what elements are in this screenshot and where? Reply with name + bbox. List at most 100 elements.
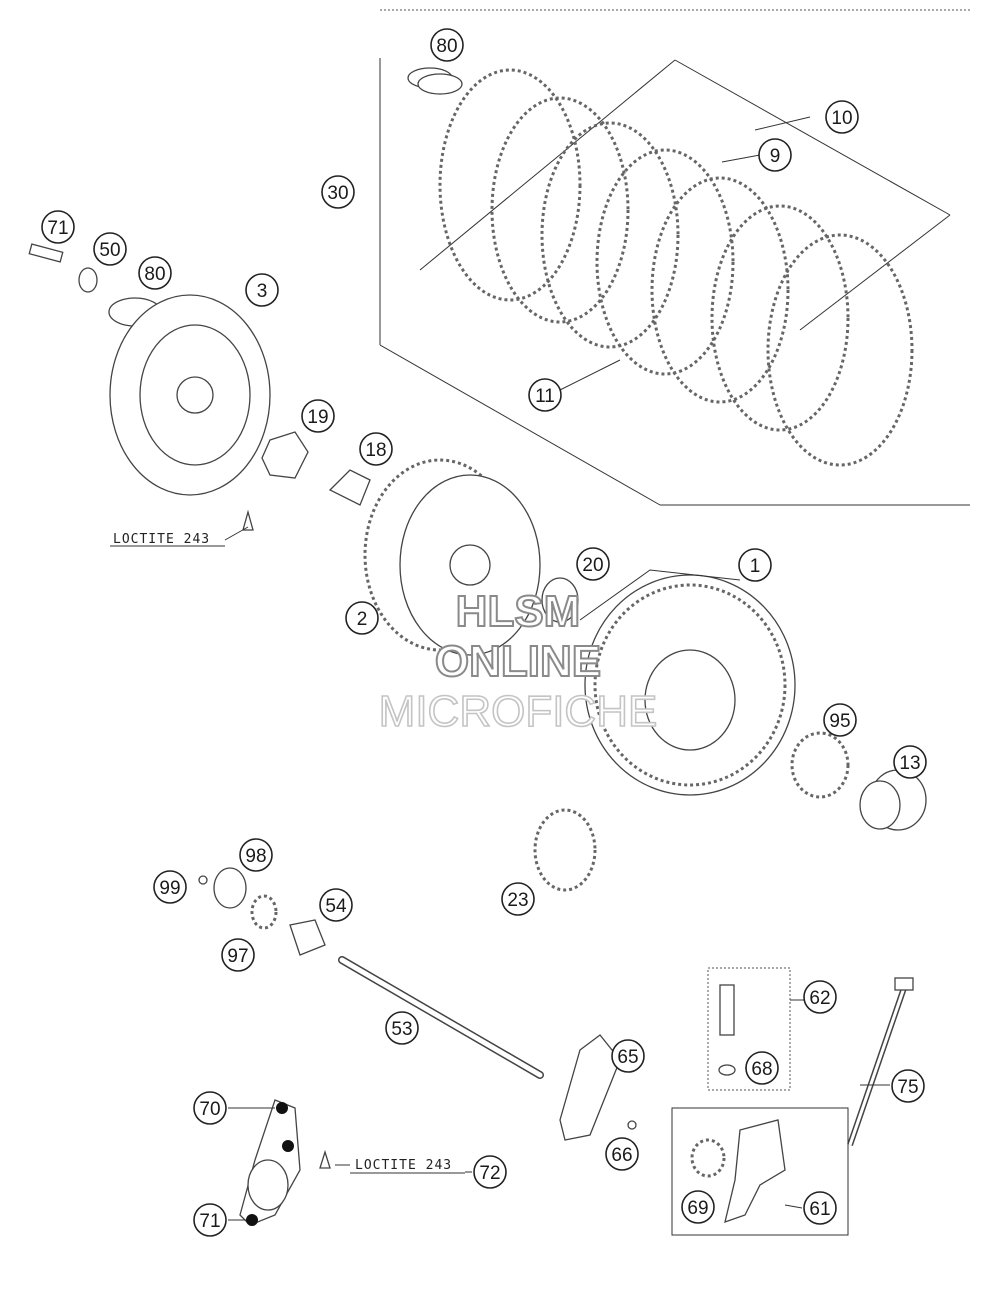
callout-circle <box>359 432 393 466</box>
inner-hub <box>363 458 541 656</box>
callout-23: 23 <box>501 882 535 916</box>
loctite-note-bottom: LOCTITE 243 <box>355 1158 452 1173</box>
clutch-pack-outline <box>379 58 970 506</box>
callout-number: 50 <box>99 240 120 261</box>
callout-number: 53 <box>391 1019 412 1040</box>
callout-circle <box>681 1190 715 1224</box>
leader-lines <box>224 116 890 1221</box>
callout-circle <box>193 1091 227 1125</box>
callout-68: 68 <box>745 1051 779 1085</box>
callout-70: 70 <box>193 1091 227 1125</box>
watermark-line-2: ONLINE <box>435 637 601 686</box>
callout-number: 80 <box>144 264 165 285</box>
callout-number: 71 <box>199 1211 220 1232</box>
callout-11: 11 <box>528 378 562 412</box>
callout-62: 62 <box>803 980 837 1014</box>
callout-circle <box>301 399 335 433</box>
callout-number: 71 <box>47 218 68 239</box>
callout-circle <box>745 1051 779 1085</box>
callout-circle <box>803 1191 837 1225</box>
callout-number: 20 <box>582 555 603 576</box>
callout-20: 20 <box>576 547 610 581</box>
callout-number: 70 <box>199 1099 220 1120</box>
callout-71: 71 <box>41 210 75 244</box>
callout-number: 10 <box>831 108 852 129</box>
callout-number: 61 <box>809 1199 830 1220</box>
callout-circle <box>193 1203 227 1237</box>
callout-10: 10 <box>825 100 859 134</box>
callout-80: 80 <box>138 256 172 290</box>
callout-54: 54 <box>319 888 353 922</box>
callout-99: 99 <box>153 870 187 904</box>
callout-97: 97 <box>221 938 255 972</box>
callout-circle <box>528 378 562 412</box>
pressure-plate <box>109 294 271 496</box>
push-rod <box>338 956 544 1079</box>
callout-circle <box>893 745 927 779</box>
callout-number: 99 <box>159 878 180 899</box>
callout-number: 65 <box>617 1047 638 1068</box>
callout-number: 3 <box>257 281 268 302</box>
callout-number: 11 <box>535 386 555 407</box>
callout-number: 23 <box>507 890 528 911</box>
callout-circle <box>576 547 610 581</box>
callout-circle <box>738 548 772 582</box>
callout-circle <box>605 1137 639 1171</box>
callout-circle <box>153 870 187 904</box>
callout-circle <box>430 28 464 62</box>
callout-number: 13 <box>899 753 920 774</box>
callout-number: 98 <box>245 846 266 867</box>
callout-circle <box>803 980 837 1014</box>
callout-number: 80 <box>436 36 457 57</box>
release-mechanism-box <box>671 1107 849 1236</box>
callout-61: 61 <box>803 1191 837 1225</box>
callout-circle <box>385 1011 419 1045</box>
callout-9: 9 <box>758 138 792 172</box>
watermark: HLSM ONLINE MICROFICHE <box>378 586 658 737</box>
callout-number: 95 <box>829 711 850 732</box>
callout-65: 65 <box>611 1039 645 1073</box>
nut-and-washer <box>242 431 371 531</box>
callout-number: 19 <box>307 407 328 428</box>
watermark-line-1: HLSM <box>456 587 581 636</box>
callout-66: 66 <box>605 1137 639 1171</box>
small-washer-66 <box>627 1120 637 1130</box>
callout-number: 75 <box>897 1077 918 1098</box>
callout-circle <box>319 888 353 922</box>
callout-number: 1 <box>750 556 761 577</box>
callout-circle <box>245 273 279 307</box>
callout-number: 54 <box>325 896 347 917</box>
callout-75: 75 <box>891 1069 925 1103</box>
callout-number: 62 <box>809 988 830 1009</box>
callout-circle <box>41 210 75 244</box>
callout-number: 30 <box>327 183 348 204</box>
release-lever-65 <box>559 1034 621 1141</box>
callout-71: 71 <box>193 1203 227 1237</box>
callout-circle <box>473 1155 507 1189</box>
callout-69: 69 <box>681 1190 715 1224</box>
spring-ball-box <box>707 967 791 1091</box>
bolt-washer-spring <box>28 243 162 327</box>
callout-number: 69 <box>687 1198 708 1219</box>
callout-95: 95 <box>823 703 857 737</box>
callout-2: 2 <box>345 601 379 635</box>
callout-number: 72 <box>479 1163 500 1184</box>
callout-circle <box>501 882 535 916</box>
watermark-line-3: MICROFICHE <box>379 687 658 736</box>
callout-number: 9 <box>770 146 781 167</box>
callout-18: 18 <box>359 432 393 466</box>
washer-20 <box>541 577 579 623</box>
callout-circle <box>823 703 857 737</box>
callout-circle <box>758 138 792 172</box>
callout-19: 19 <box>301 399 335 433</box>
callout-circle <box>345 601 379 635</box>
release-lever-70 <box>239 1099 331 1226</box>
callout-number: 2 <box>357 609 368 630</box>
release-small-parts <box>198 867 326 956</box>
callout-circle <box>138 256 172 290</box>
callout-number: 97 <box>227 946 248 967</box>
clutch-plates <box>438 68 914 467</box>
callout-53: 53 <box>385 1011 419 1045</box>
callout-circle <box>221 938 255 972</box>
